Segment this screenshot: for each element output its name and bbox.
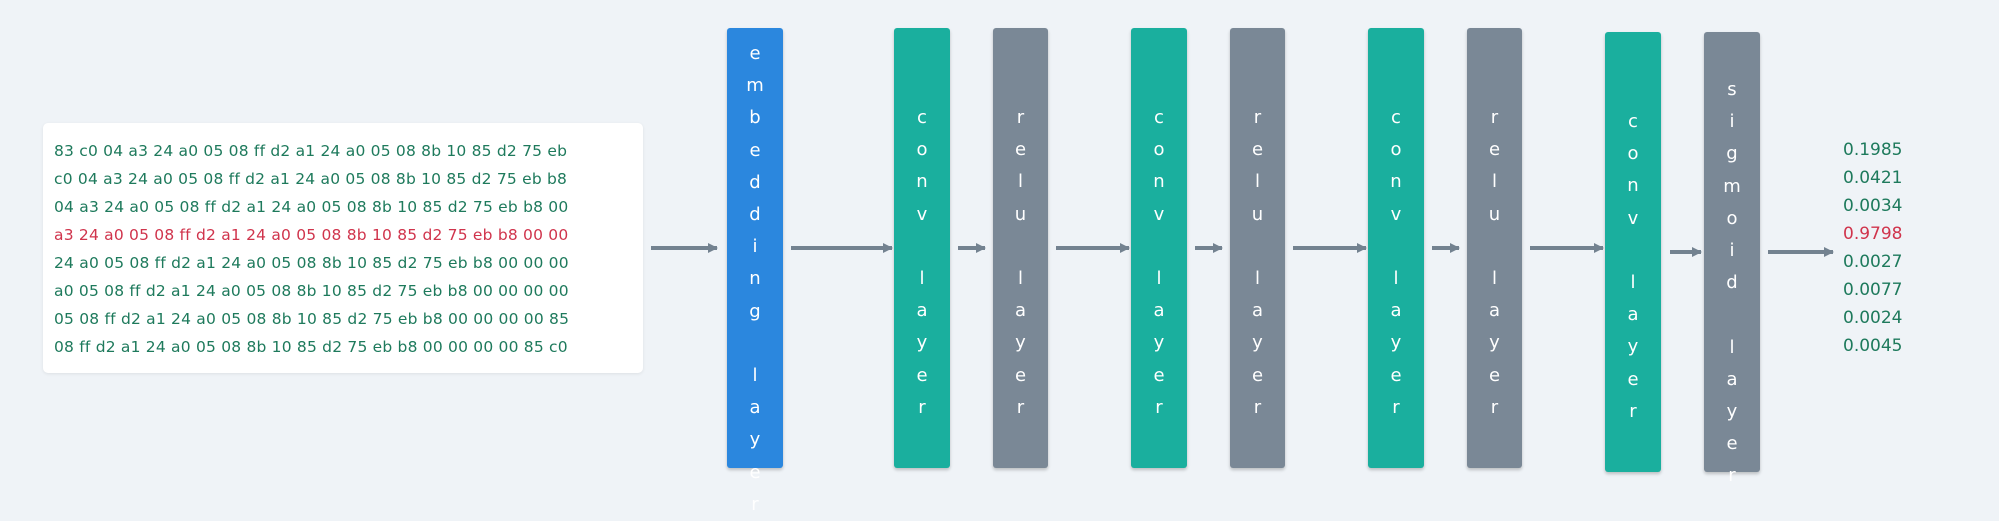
layer-label: c o n v l a y e r [1153,107,1165,418]
sigmoid-layer: s i g m o i d l a y e r [1704,32,1760,487]
conv-layer: c o n v l a y e r [1605,32,1661,472]
input-byte-line-highlighted: a3 24 a0 05 08 ff d2 a1 24 a0 05 08 8b 1… [54,226,569,244]
conv-layer: c o n v l a y e r [894,28,950,468]
output-value: 0.1985 [1843,140,1903,160]
output-value: 0.0421 [1843,168,1903,188]
layer-label: r e l u l a y e r [1488,107,1501,418]
layer-label: c o n v l a y e r [1627,111,1639,422]
output-value-highlighted: 0.9798 [1843,224,1903,244]
layer-label: c o n v l a y e r [1390,107,1402,418]
relu-layer: r e l u l a y e r [993,28,1048,468]
input-bytes-panel: 83 c0 04 a3 24 a0 05 08 ff d2 a1 24 a0 0… [43,123,643,373]
output-value: 0.0034 [1843,196,1903,216]
input-byte-line: 83 c0 04 a3 24 a0 05 08 ff d2 a1 24 a0 0… [54,142,568,160]
input-byte-line: 08 ff d2 a1 24 a0 05 08 8b 10 85 d2 75 e… [54,338,568,356]
input-byte-line: a0 05 08 ff d2 a1 24 a0 05 08 8b 10 85 d… [54,282,569,300]
input-byte-line: c0 04 a3 24 a0 05 08 ff d2 a1 24 a0 05 0… [54,170,568,188]
layer-label: s i g m o i d l a y e r [1723,79,1741,487]
embedding-layer: e m b e d d i n g l a y e r [727,28,783,515]
input-byte-line: 04 a3 24 a0 05 08 ff d2 a1 24 a0 05 08 8… [54,198,569,216]
input-byte-line: 24 a0 05 08 ff d2 a1 24 a0 05 08 8b 10 8… [54,254,569,272]
flow-arrows [651,243,1834,257]
layer-label: e m b e d d i n g l a y e r [746,43,764,515]
input-byte-line: 05 08 ff d2 a1 24 a0 05 08 8b 10 85 d2 7… [54,310,570,328]
output-value: 0.0077 [1843,280,1903,300]
output-value: 0.0024 [1843,308,1903,328]
output-value: 0.0045 [1843,336,1903,356]
layer-label: r e l u l a y e r [1251,107,1264,418]
output-value: 0.0027 [1843,252,1903,272]
relu-layer: r e l u l a y e r [1467,28,1522,468]
layer-label: r e l u l a y e r [1014,107,1027,418]
relu-layer: r e l u l a y e r [1230,28,1285,468]
conv-layer: c o n v l a y e r [1131,28,1187,468]
layer-label: c o n v l a y e r [916,107,928,418]
conv-layer: c o n v l a y e r [1368,28,1424,468]
